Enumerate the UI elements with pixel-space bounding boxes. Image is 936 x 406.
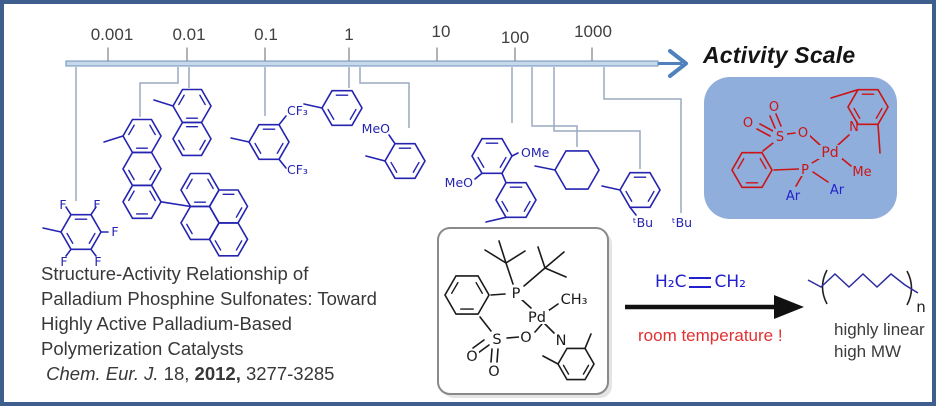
citation-reference: Chem. Eur. J. 18, 2012, 3277-3285 bbox=[41, 361, 377, 386]
structure-tolyl bbox=[303, 89, 363, 127]
atom-label-Pd: Pd bbox=[528, 310, 546, 326]
journal-name: Chem. Eur. J. bbox=[46, 363, 159, 384]
structure-pentafluorophenyl: F F F F F bbox=[42, 197, 119, 269]
ethylene-right: CH₂ bbox=[714, 272, 746, 292]
atom-label-CF3: CF₃ bbox=[287, 103, 308, 118]
journal-year: 2012, bbox=[194, 363, 241, 384]
atom-label-P: P bbox=[801, 163, 809, 178]
structure-methylanthracene bbox=[103, 118, 162, 220]
structure-tbu-label: ᵗBu bbox=[672, 215, 692, 230]
catalyst-structure: P Pd CH₃ O S O O N bbox=[444, 240, 595, 381]
citation-line: Structure-Activity Relationship of bbox=[41, 263, 309, 284]
axis-tick-0.1: 0.1 bbox=[254, 25, 278, 44]
axis-tick-1: 1 bbox=[344, 25, 354, 44]
citation-line: Highly Active Palladium-Based bbox=[41, 313, 292, 334]
axis-tick-100: 100 bbox=[500, 28, 530, 47]
atom-label-Ar: Ar bbox=[830, 183, 845, 198]
structure-polycyclic-biaryl bbox=[160, 172, 249, 257]
journal-volume: 18, bbox=[158, 363, 195, 384]
atom-label-O: O bbox=[743, 116, 753, 131]
axis-bar bbox=[65, 60, 659, 67]
double-bond-icon bbox=[689, 276, 712, 288]
atom-label-N: N bbox=[556, 333, 567, 349]
figure-canvas: F F F F F CF₃ CF₃ MeO OMe MeO ᵗBu ᵗBu bbox=[42, 47, 926, 398]
citation-line: Palladium Phosphine Sulfonates: Toward bbox=[41, 288, 377, 309]
atom-label-MeO: MeO bbox=[445, 175, 473, 190]
pd-complex-generic: O O O S Pd N Me P Ar Ar bbox=[731, 88, 889, 204]
product-note-line: highly linear bbox=[834, 320, 925, 339]
connector-lines bbox=[75, 67, 682, 213]
axis-tick-0.001: 0.001 bbox=[90, 25, 134, 44]
atom-label-N: N bbox=[849, 120, 859, 135]
structure-cyclohexyl bbox=[534, 150, 600, 190]
ethylene-label: H₂C CH₂ bbox=[655, 272, 746, 292]
atom-label-F: F bbox=[94, 254, 101, 269]
citation-block: Structure-Activity Relationship of Pallad… bbox=[41, 261, 377, 386]
reaction-condition: room temperature ! bbox=[638, 326, 783, 345]
journal-pages: 3277-3285 bbox=[240, 363, 335, 384]
polyethylene-chain bbox=[807, 272, 919, 294]
atom-label-F: F bbox=[111, 224, 118, 239]
atom-label-Me: Me bbox=[852, 165, 871, 180]
left-paren bbox=[821, 269, 828, 305]
atom-label-F: F bbox=[59, 197, 66, 212]
atom-label-O: O bbox=[488, 364, 499, 380]
atom-label-P: P bbox=[512, 286, 521, 302]
axis-title: Activity Scale bbox=[703, 42, 856, 68]
axis-tick-10: 10 bbox=[431, 22, 451, 41]
subscript-n: n bbox=[916, 298, 926, 316]
atom-label-MeO: MeO bbox=[362, 121, 390, 136]
axis-tick-0.01: 0.01 bbox=[172, 25, 206, 44]
ethylene-left: H₂C bbox=[655, 272, 687, 292]
structure-methylnaphthalene bbox=[153, 88, 212, 157]
citation-line: Polymerization Catalysts bbox=[41, 338, 244, 359]
atom-label-tBu: ᵗBu bbox=[672, 215, 692, 230]
product-note: highly linear high MW bbox=[834, 319, 925, 363]
atom-label-F: F bbox=[60, 254, 67, 269]
atom-label-Ar: Ar bbox=[786, 189, 801, 204]
atom-label-S: S bbox=[492, 332, 501, 348]
structure-bis-cf3-phenyl: CF₃ CF₃ bbox=[230, 103, 308, 177]
right-paren bbox=[906, 270, 913, 306]
polymer-product: n bbox=[807, 269, 926, 316]
axis-tick-1000: 1000 bbox=[574, 22, 612, 41]
reaction-arrow bbox=[625, 295, 804, 319]
atom-label-Pd: Pd bbox=[821, 145, 838, 161]
atom-label-F: F bbox=[93, 197, 100, 212]
atom-label-tBu: ᵗBu bbox=[633, 215, 653, 230]
product-note-line: high MW bbox=[834, 342, 902, 361]
activity-axis bbox=[65, 47, 688, 78]
structure-tbu-phenyl: ᵗBu bbox=[601, 171, 661, 230]
atom-label-O: O bbox=[798, 126, 808, 141]
atom-label-O: O bbox=[520, 330, 531, 346]
arrowhead-icon bbox=[774, 295, 804, 319]
atom-label-S: S bbox=[776, 130, 784, 145]
highlight-box bbox=[704, 77, 897, 219]
atom-label-OMe: OMe bbox=[521, 145, 550, 160]
atom-label-CF3: CF₃ bbox=[287, 162, 308, 177]
structure-methoxyphenyl: MeO bbox=[362, 121, 426, 180]
atom-label-O: O bbox=[466, 349, 477, 365]
structure-dimethoxybiphenyl: OMe MeO bbox=[445, 137, 550, 223]
axis-arrowhead-icon bbox=[668, 49, 688, 78]
atom-label-O: O bbox=[769, 100, 779, 115]
atom-label-CH3: CH₃ bbox=[561, 292, 588, 308]
